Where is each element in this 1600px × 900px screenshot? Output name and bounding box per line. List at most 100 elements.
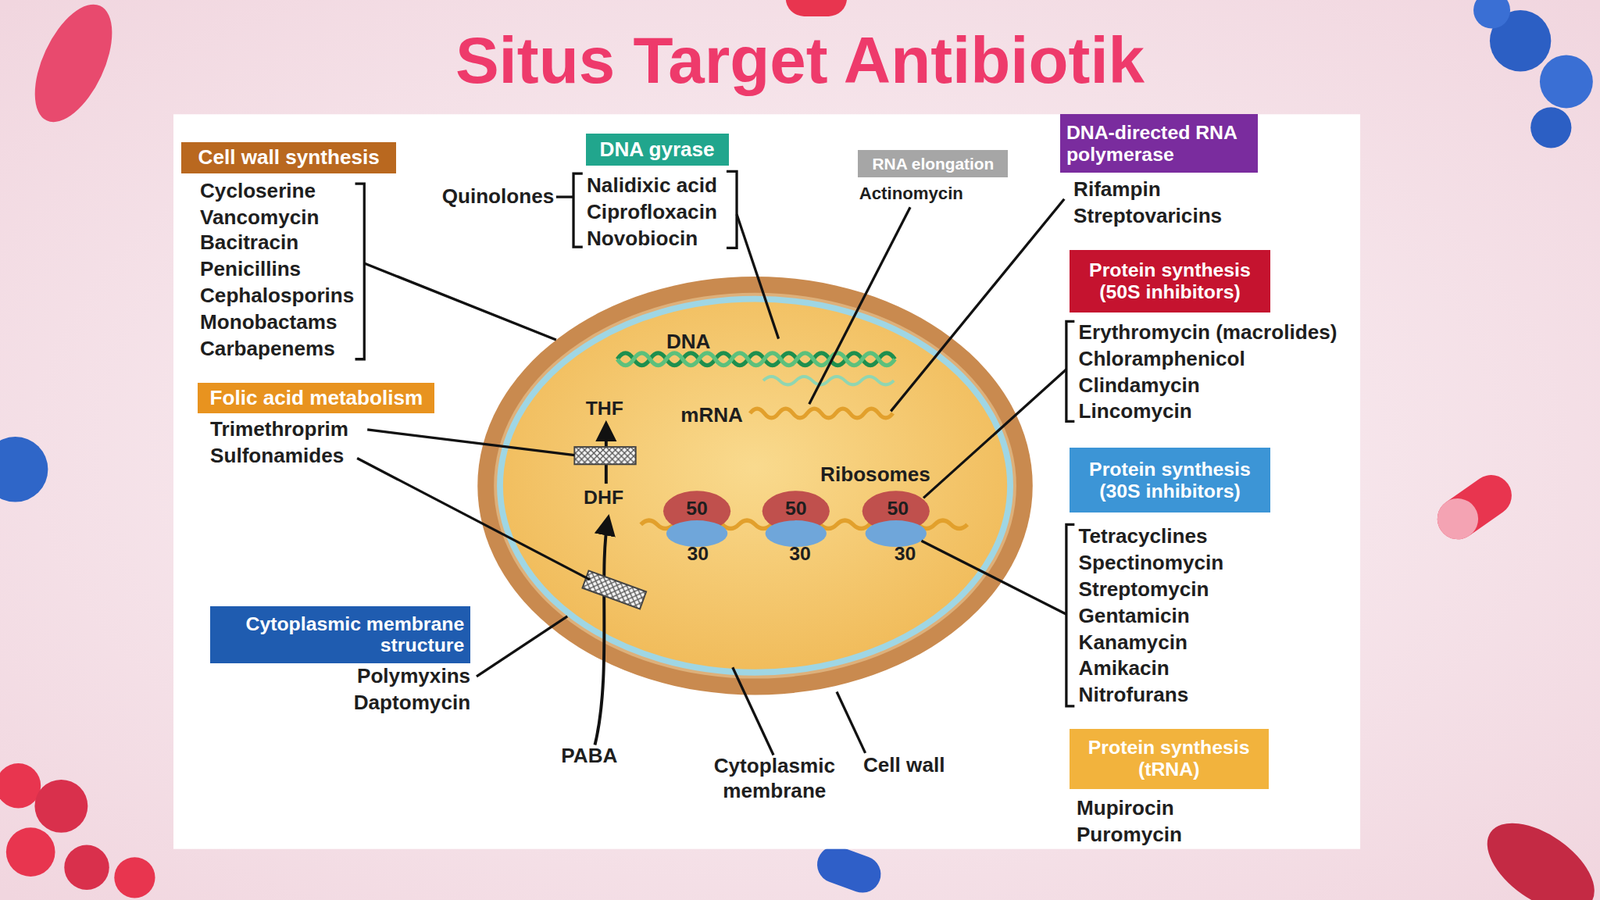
pill-decoration <box>1429 467 1521 548</box>
diagram-label: THF <box>585 396 624 421</box>
diagram-label: 50 <box>775 496 817 521</box>
diagram-label: mRNA <box>680 403 743 428</box>
diagram-label: Clindamycin <box>1078 373 1200 398</box>
ribosome-30s <box>865 520 927 547</box>
enzyme-block <box>574 446 636 465</box>
category-label-box: Folic acid metabolism <box>197 382 435 414</box>
dna-strand <box>617 353 895 366</box>
diagram-label: Bacitracin <box>200 230 299 255</box>
leader-lines <box>355 171 1075 755</box>
diagram-label: Tetracyclines <box>1078 524 1208 549</box>
capsule-decoration <box>811 840 886 898</box>
leader-line <box>476 616 568 677</box>
diagram-label: Quinolones <box>442 184 555 209</box>
diagram-label: Streptovaricins <box>1073 203 1222 229</box>
diagram-label: Nitrofurans <box>1078 682 1190 708</box>
diagram-label: Penicillins <box>200 257 301 282</box>
diagram-label: Actinomycin <box>859 183 964 205</box>
enzyme-block <box>582 570 647 609</box>
diagram-label: Lincomycin <box>1078 399 1193 424</box>
diagram-label: Mupirocin <box>1076 796 1175 821</box>
bracket <box>1066 321 1075 422</box>
pill-half <box>1429 467 1521 548</box>
diagram-label: Gentamicin <box>1078 603 1190 629</box>
category-label-text: Cell wall synthesis <box>187 146 390 169</box>
category-label-text: DNA-directed RNA polymerase <box>1066 121 1253 166</box>
diagram-label: Ciprofloxacin <box>586 200 718 225</box>
diagram-label: Ribosomes <box>820 462 931 487</box>
category-label-box: DNA gyrase <box>585 133 729 165</box>
category-label-box: Cell wall synthesis <box>181 142 396 174</box>
coccus-decoration <box>6 827 56 877</box>
coccus-decoration <box>34 779 88 833</box>
category-label-text: Cytoplasmic membrane structure <box>216 613 465 658</box>
ribosomes <box>663 490 930 547</box>
diagram-label: Cell wall <box>863 753 945 778</box>
category-label-text: Protein synthesis (30S inhibitors) <box>1075 458 1265 503</box>
pill-half <box>1429 490 1487 548</box>
leader-line <box>736 214 779 339</box>
diagram-label: 30 <box>677 542 718 566</box>
category-label-text: RNA elongation <box>864 154 1002 173</box>
diagram-label: Rifampin <box>1073 177 1161 202</box>
diagram-label: 30 <box>884 542 925 566</box>
bacterium-decoration <box>18 0 128 134</box>
category-label-text: Protein synthesis (50S inhibitors) <box>1075 259 1265 304</box>
ribosome-30s <box>666 520 728 547</box>
leader-line <box>809 207 911 404</box>
diagram-panel <box>173 114 1361 849</box>
leader-line <box>923 369 1067 499</box>
diagram-label: Spectinomycin <box>1078 550 1225 575</box>
diagram-label: 50 <box>676 496 718 521</box>
capsule-decoration <box>785 0 847 17</box>
diagram-label: DNA <box>666 329 711 354</box>
diagram-label: Polymyxins <box>357 664 471 689</box>
category-label-box: Protein synthesis (30S inhibitors) <box>1069 447 1271 512</box>
diagram-label: Sulfonamides <box>210 443 344 468</box>
category-label-box: DNA-directed RNA polymerase <box>1060 114 1258 172</box>
coccus-decoration <box>1539 55 1593 109</box>
diagram-label: Daptomycin <box>353 690 471 715</box>
bracket <box>573 173 583 247</box>
paba-arrow <box>594 518 608 746</box>
mrna-strand <box>750 408 893 418</box>
diagram-label: 50 <box>877 496 918 521</box>
coccus-decoration <box>114 857 155 898</box>
diagram-label: Erythromycin (macrolides) <box>1078 320 1338 345</box>
diagram-label: Cycloserine <box>200 178 316 204</box>
diagram-label: 30 <box>779 542 821 566</box>
category-label-text: Protein synthesis (tRNA) <box>1075 736 1263 781</box>
category-label-box: Protein synthesis (50S inhibitors) <box>1069 250 1271 313</box>
coccus-decoration <box>1530 107 1572 148</box>
leader-line <box>357 457 590 579</box>
dna-template-strand <box>763 376 894 385</box>
coccus-decoration <box>64 844 109 890</box>
diagram-label: Kanamycin <box>1078 630 1188 655</box>
diagram-label: Cytoplasmic membrane <box>707 753 841 804</box>
bracket <box>726 171 737 248</box>
ribosome-30s <box>765 520 827 547</box>
diagram-label: Nalidixic acid <box>586 173 718 198</box>
leader-line <box>364 263 557 340</box>
diagram-label: Chloramphenicol <box>1078 346 1246 372</box>
coccus-decoration <box>0 763 41 808</box>
category-label-box: RNA elongation <box>857 150 1008 178</box>
bracket <box>355 183 365 360</box>
diagram-label: Novobiocin <box>586 226 698 251</box>
bracket <box>1066 524 1075 706</box>
leader-line <box>836 692 866 754</box>
slide-title: Situs Target Antibiotik <box>0 22 1600 99</box>
category-label-text: Folic acid metabolism <box>203 386 429 410</box>
category-label-box: Cytoplasmic membrane structure <box>210 606 471 664</box>
diagram-label: Cephalosporins <box>200 283 354 308</box>
diagram-label: Trimethroprim <box>210 417 349 442</box>
leader-line <box>890 199 1065 412</box>
diagram-label: Puromycin <box>1076 822 1183 847</box>
virus-decoration <box>0 436 48 503</box>
leader-line <box>921 540 1066 615</box>
dna-strand <box>617 353 895 366</box>
diagram-label: PABA <box>560 743 618 768</box>
leader-line <box>367 429 575 456</box>
leader-line <box>732 667 774 755</box>
